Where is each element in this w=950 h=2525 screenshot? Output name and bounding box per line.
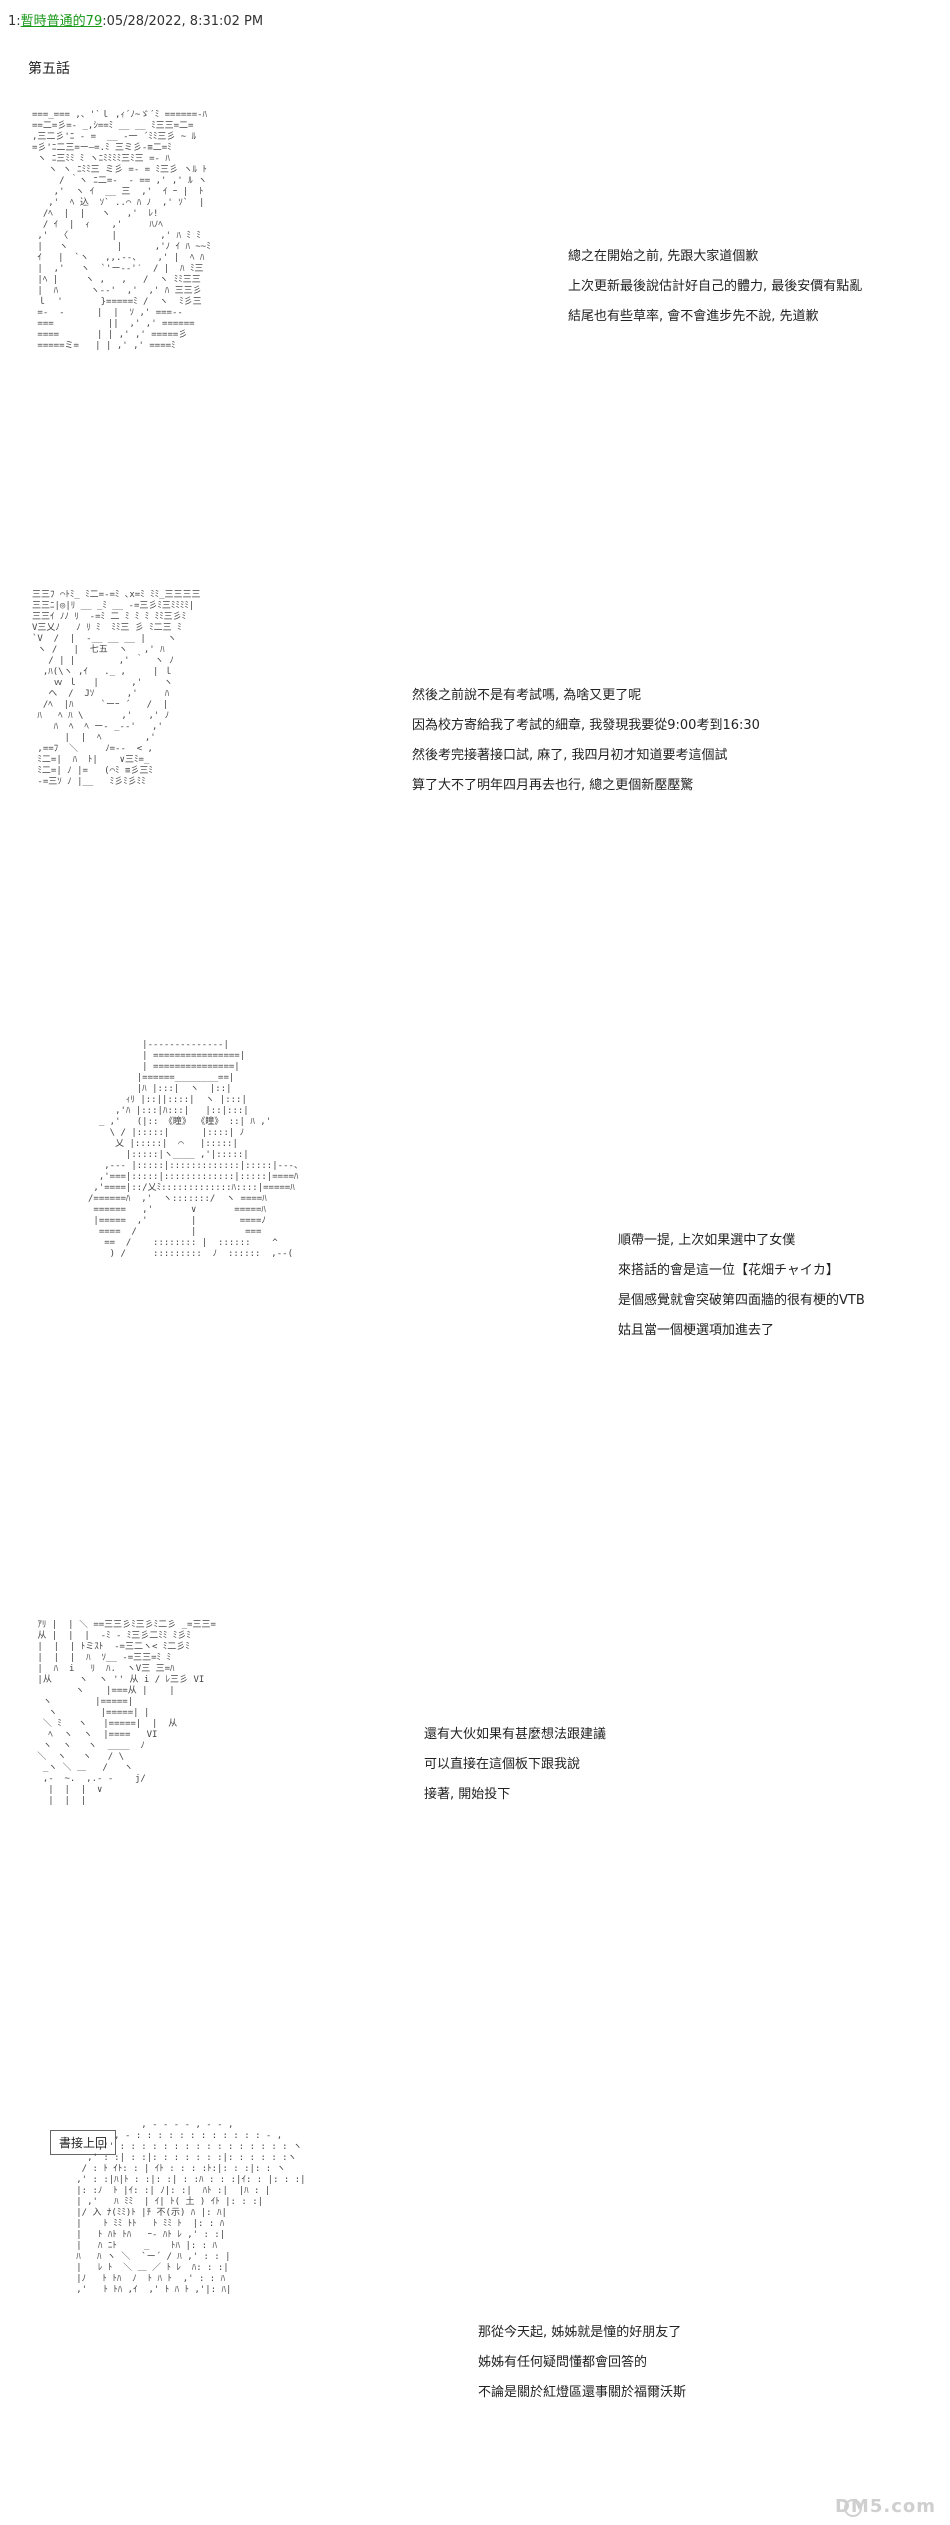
dialog-line: 然後之前說不是有考試嗎, 為啥又更了呢: [412, 688, 642, 703]
dialog-line: 因為校方寄給我了考試的細章, 我發現我要從9:00考到16:30: [412, 718, 760, 733]
dialog-line: 算了大不了明年四月再去也行, 總之更個新壓壓驚: [412, 778, 694, 793]
dialog-line: 來搭話的會是這一位【花畑チャイカ】: [618, 1263, 839, 1278]
dialog-block-2: 然後之前說不是有考試嗎, 為啥又更了呢 因為校方寄給我了考試的細章, 我發現我要…: [412, 681, 760, 801]
dialog-line: 然後考完接著接口試, 麻了, 我四月初才知道要考這個試: [412, 748, 728, 763]
post-timestamp: 05/28/2022, 8:31:02 PM: [106, 14, 264, 29]
ascii-art-panel-1: ===_=== ,、'`ｌ ,ｨ´ﾉ~ゞ´ﾐ ======-ﾊ ==二=彡=- …: [32, 110, 211, 351]
dialog-line: 順帶一提, 上次如果選中了女僕: [618, 1233, 796, 1248]
dialog-line: 姊姊有任何疑問懂都會回答的: [478, 2355, 648, 2370]
dialog-block-5: 那從今天起, 姊姊就是憧的好朋友了 姊姊有任何疑問懂都會回答的 不論是關於紅燈區…: [478, 2318, 686, 2408]
dialog-line: 總之在開始之前, 先跟大家道個歉: [568, 249, 759, 264]
dialog-block-4: 還有大伙如果有甚麼想法跟建議 可以直接在這個板下跟我說 接著, 開始投下: [424, 1720, 606, 1810]
dialog-line: 上次更新最後說估計好自己的體力, 最後安價有點亂: [568, 279, 863, 294]
previous-chapter-box: 書接上回: [50, 2130, 117, 2155]
dialog-line: 那從今天起, 姊姊就是憧的好朋友了: [478, 2325, 682, 2340]
poster-name-link[interactable]: 暫時普通的79: [20, 14, 103, 29]
dialog-block-3: 順帶一提, 上次如果選中了女僕 來搭話的會是這一位【花畑チャイカ】 是個感覺就會…: [618, 1226, 865, 1346]
dialog-line: 不論是關於紅燈區還事關於福爾沃斯: [478, 2385, 687, 2400]
ascii-art-panel-4: ｱﾘ | | ＼ ==三三彡ﾐ三彡ﾐ二彡 _=三三= 从 | | | -ﾐ ‐ …: [37, 1620, 216, 1806]
dialog-line: 結尾也有些草率, 會不會進步先不說, 先道歉: [568, 309, 819, 324]
ascii-art-panel-3: |‐‐‐‐‐‐‐‐‐‐‐‐‐‐| | ================| | =…: [88, 1040, 303, 1259]
ascii-art-panel-5: , ‐ ‐ ‐ ‐ , ‐ ‐ , , ‐ : : : : : : : : : …: [76, 2120, 306, 2295]
ascii-art-panel-2: 三三ﾌ ⌒ﾄﾐ_ ﾐ二=-=ﾐ ､x=ﾐ ﾐﾐ_三三三三 三三ﾆ|◎|ﾘ __ …: [32, 590, 201, 787]
watermark-badge-icon: [844, 2499, 862, 2517]
dialog-line: 可以直接在這個板下跟我說: [424, 1757, 581, 1772]
dialog-line: 接著, 開始投下: [424, 1787, 511, 1802]
chapter-title: 第五話: [28, 61, 70, 77]
site-watermark: DM5.com: [834, 2496, 936, 2517]
dialog-block-1: 總之在開始之前, 先跟大家道個歉 上次更新最後說估計好自己的體力, 最後安價有點…: [568, 242, 862, 332]
post-number: 1: [8, 14, 17, 29]
dialog-line: 姑且當一個梗選項加進去了: [618, 1323, 775, 1338]
dialog-line: 是個感覺就會突破第四面牆的很有梗的VTB: [618, 1293, 865, 1308]
dialog-line: 還有大伙如果有甚麼想法跟建議: [424, 1727, 607, 1742]
post-header: 1:暫時普通的79:05/28/2022, 8:31:02 PM: [8, 14, 264, 29]
